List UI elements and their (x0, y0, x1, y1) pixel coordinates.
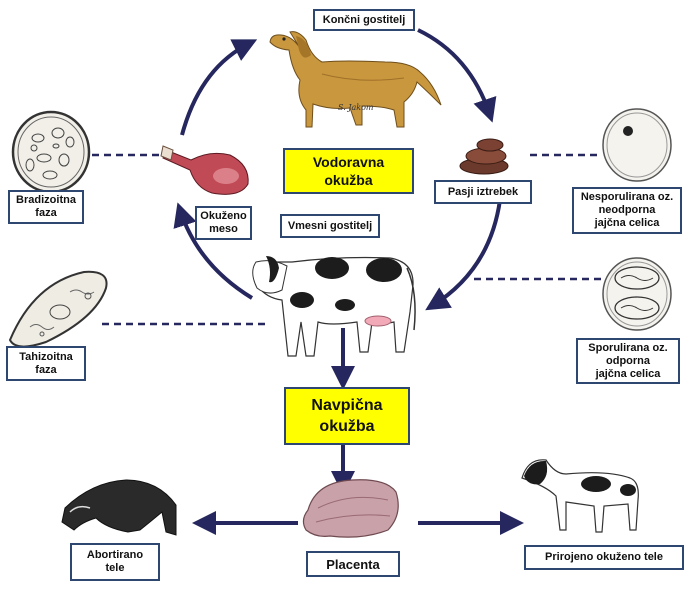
bradyzoite-cyst-illustration (11, 110, 91, 194)
artist-signature: S. Jakom (338, 103, 374, 112)
congenital-calf-illustration (521, 459, 639, 533)
tachyzoite-label: Tahizoitna faza (6, 346, 86, 381)
arrow-dog-to-feces (417, 28, 497, 123)
unsporulated-oocyst-illustration (602, 108, 672, 182)
tachyzoite-illustration (8, 270, 108, 348)
arrow-feces-to-cow (425, 199, 502, 311)
dog-illustration (269, 31, 442, 128)
sporulated-oocyst-illustration (602, 257, 672, 331)
bradyzoite-label: Bradizoitna faza (8, 190, 84, 224)
intermediate-host-label: Vmesni gostitelj (280, 214, 380, 238)
final-host-label: Končni gostitelj (313, 9, 415, 31)
vertical-infection-box: Navpična okužba (284, 387, 410, 445)
placenta-label: Placenta (306, 551, 400, 577)
aborted-calf-label: Abortirano tele (70, 543, 160, 581)
sporulated-egg-label: Sporulirana oz. odporna jajčna celica (576, 338, 680, 384)
arrow-meat-to-dog (180, 39, 258, 136)
dog-feces-label: Pasji iztrebek (434, 180, 532, 204)
aborted-calf-illustration (61, 479, 177, 536)
infected-meat-label: Okuženo meso (195, 206, 252, 240)
horizontal-infection-box: Vodoravna okužba (283, 148, 414, 194)
feces-illustration (459, 138, 509, 175)
cow-illustration (252, 256, 416, 357)
unsporulated-egg-label: Nesporulirana oz. neodporna jajčna celic… (572, 187, 682, 234)
arrow-cow-to-meat (173, 202, 254, 300)
meat-illustration (160, 145, 249, 195)
congenital-calf-label: Prirojeno okuženo tele (524, 545, 684, 570)
placenta-illustration (302, 479, 399, 538)
